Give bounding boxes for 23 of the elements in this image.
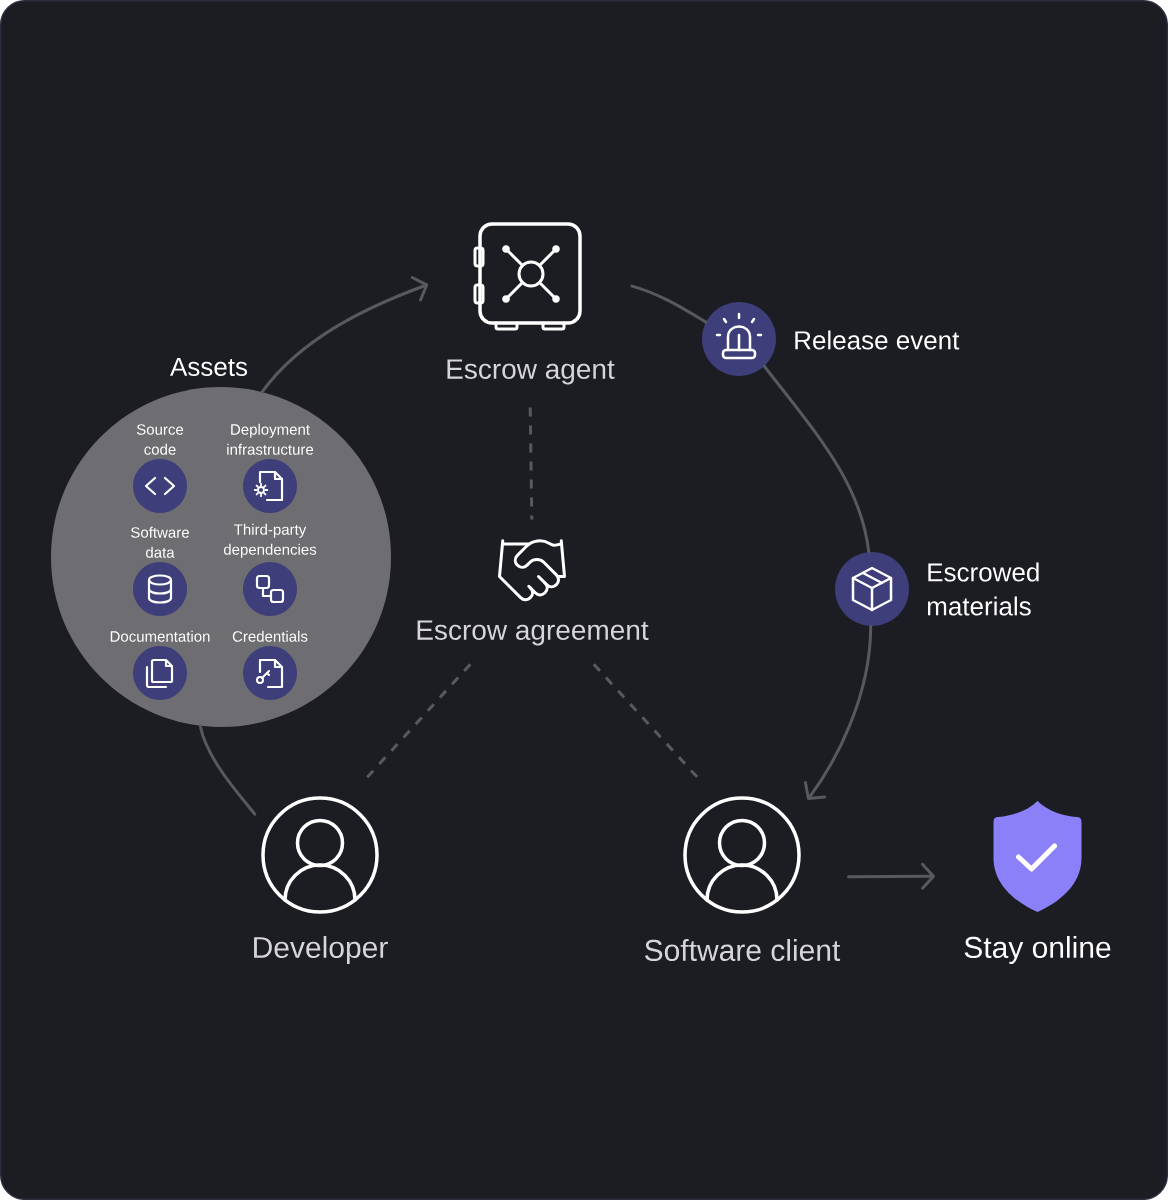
- node-label: Stay online: [964, 936, 1111, 964]
- connector-line: [630, 284, 708, 324]
- item-label: Deployment infrastructure: [227, 423, 314, 455]
- group-heading: Assets: [170, 357, 248, 377]
- dashed-line: [592, 663, 700, 780]
- node-label: Release event: [795, 330, 960, 350]
- item-label: Documentation: [110, 630, 210, 642]
- item-label: Credentials: [232, 630, 308, 642]
- connector-line: [762, 364, 871, 554]
- connector-line: [198, 724, 257, 816]
- dashed-line: [363, 663, 472, 781]
- item-label: Software data: [131, 526, 189, 558]
- node-label: Escrow agreement: [417, 620, 649, 646]
- arrow: [847, 862, 935, 890]
- node-label: Developer: [254, 936, 388, 964]
- node-label: Escrow agent: [447, 359, 615, 385]
- node-label: Software client: [645, 939, 841, 962]
- dashed-line: [528, 407, 534, 520]
- arrow: [260, 275, 429, 394]
- node-label: Escrowed materials: [927, 562, 1039, 616]
- arrow: [803, 624, 873, 801]
- item-label: Source code: [136, 424, 184, 455]
- item-label: Third-party dependencies: [223, 523, 317, 558]
